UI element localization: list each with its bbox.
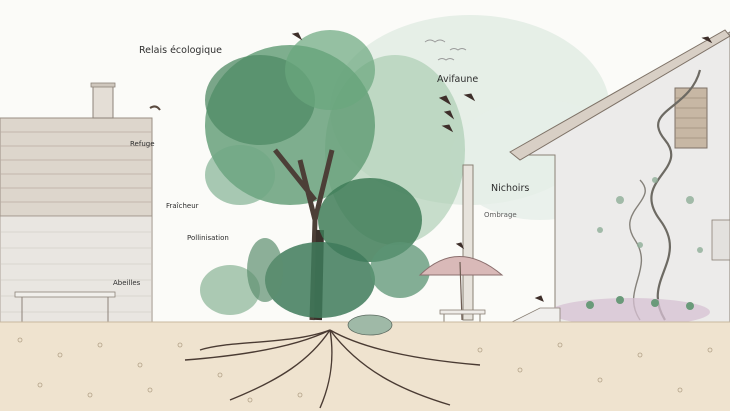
- label-nichoirs: Nichoirs: [491, 183, 530, 194]
- stone-pile: [347, 314, 393, 336]
- label-ombrage: Ombrage: [484, 211, 517, 219]
- left-house: [0, 82, 161, 324]
- label-abeilles: Abeilles: [113, 279, 141, 287]
- birds: [291, 32, 713, 302]
- right-house: [509, 29, 730, 326]
- soil-pebbles: [17, 337, 713, 403]
- tree-group: [200, 30, 474, 321]
- parasol: [418, 256, 504, 324]
- flying-birds-outline: [424, 39, 467, 61]
- ground-soil: [0, 322, 730, 411]
- label-avifaune: Avifaune: [437, 74, 479, 85]
- label-refuge: Refuge: [130, 140, 155, 148]
- label-fraicheur: Fraîcheur: [166, 202, 199, 210]
- tree-roots: [184, 329, 481, 409]
- label-pollinisation: Pollinisation: [187, 234, 229, 242]
- label-relais: Relais écologique: [139, 45, 222, 56]
